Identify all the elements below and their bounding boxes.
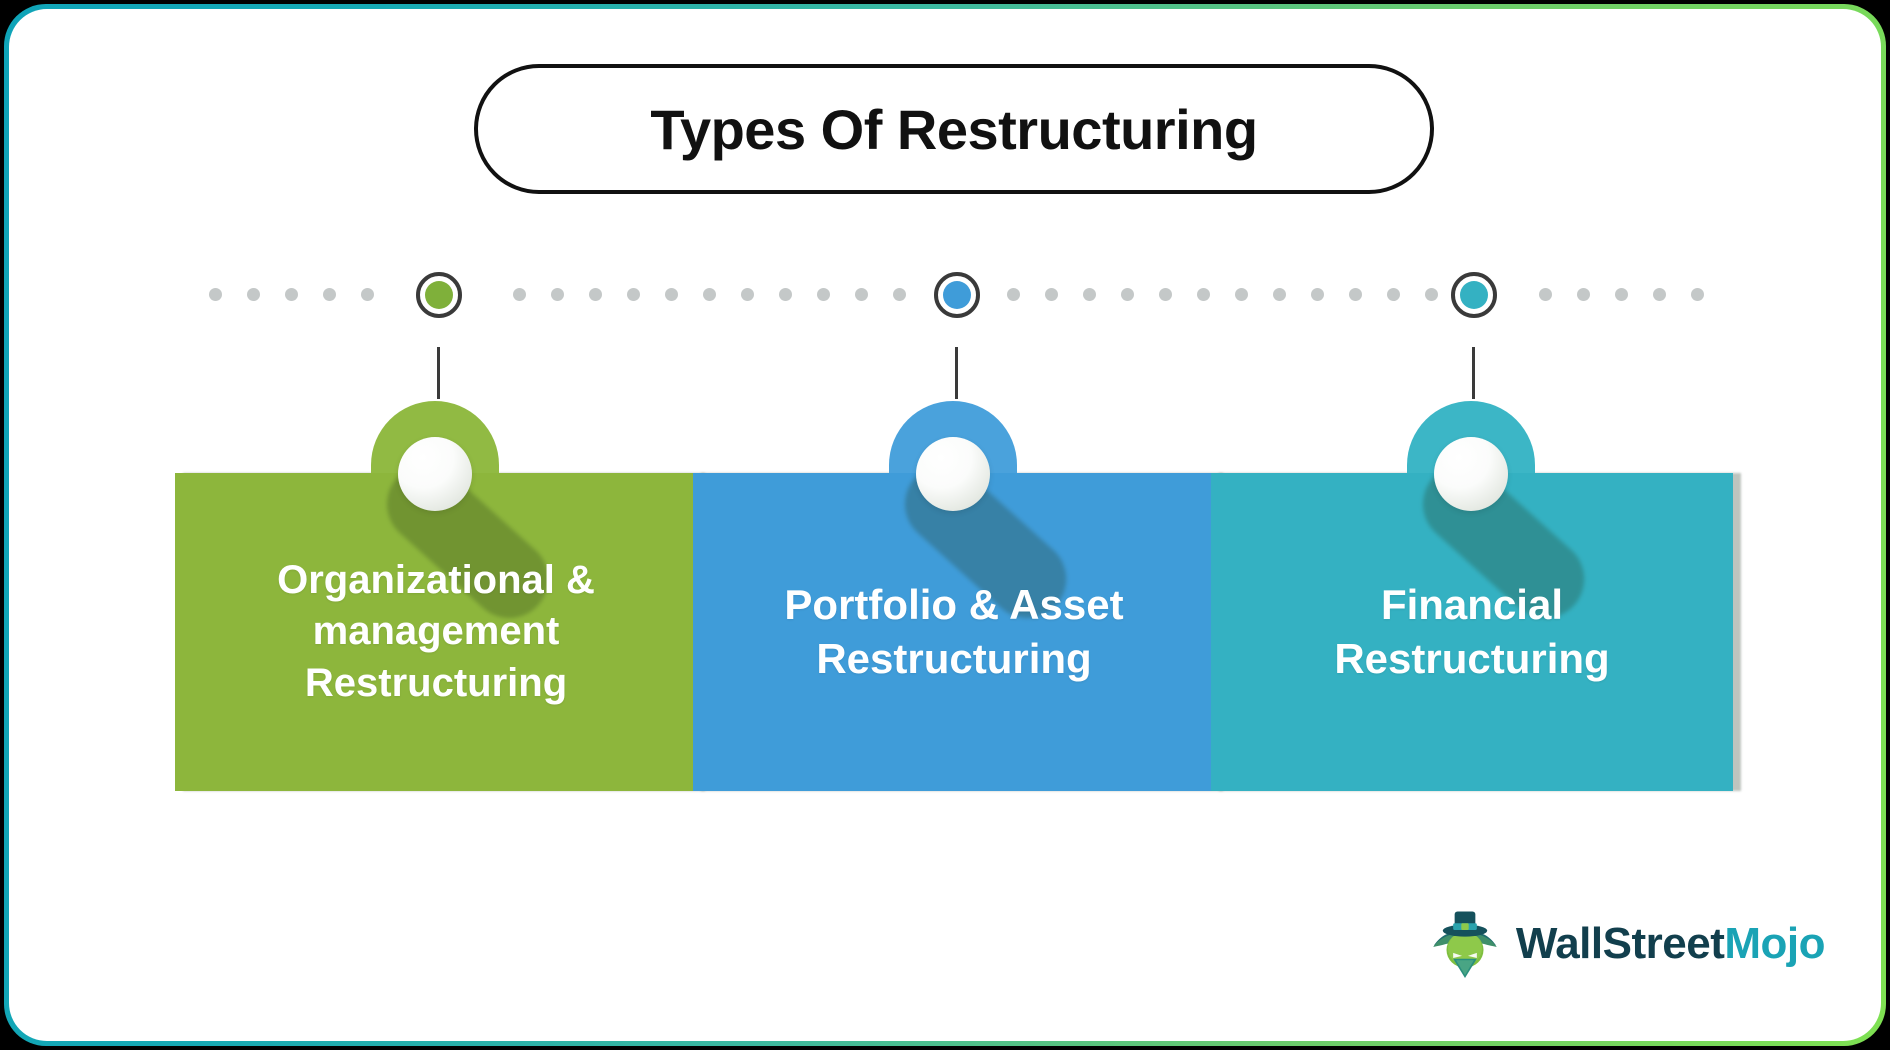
timeline-dot bbox=[665, 288, 678, 301]
timeline-dot bbox=[323, 288, 336, 301]
timeline-dot bbox=[1387, 288, 1400, 301]
title-pill: Types Of Restructuring bbox=[474, 64, 1434, 194]
timeline-dot bbox=[209, 288, 222, 301]
timeline-dot bbox=[361, 288, 374, 301]
timeline-marker-organizational[interactable] bbox=[416, 272, 462, 318]
logo-word-accent: Mojo bbox=[1724, 919, 1825, 968]
timeline-dot bbox=[1653, 288, 1666, 301]
card-label-line: management bbox=[312, 609, 560, 654]
timeline-dot bbox=[1691, 288, 1704, 301]
timeline-marker-dot bbox=[943, 281, 971, 309]
connector-stem-financial bbox=[1472, 347, 1475, 399]
timeline-dot bbox=[855, 288, 868, 301]
timeline-dot bbox=[817, 288, 830, 301]
card-label-line: Financial bbox=[1380, 581, 1564, 629]
card-sphere-portfolio bbox=[916, 437, 990, 511]
timeline-dot bbox=[1577, 288, 1590, 301]
timeline-dot bbox=[1159, 288, 1172, 301]
timeline-dot bbox=[1311, 288, 1324, 301]
card-label-line: Organizational & bbox=[277, 558, 595, 603]
page-title: Types Of Restructuring bbox=[650, 97, 1258, 161]
timeline-marker-dot bbox=[425, 281, 453, 309]
wallstreetmojo-logo: WallStreetMojo bbox=[1428, 907, 1825, 981]
card-label-line: Restructuring bbox=[816, 635, 1092, 682]
timeline-dot bbox=[285, 288, 298, 301]
timeline-dot bbox=[703, 288, 716, 301]
timeline-dot bbox=[551, 288, 564, 301]
timeline-dot bbox=[1539, 288, 1552, 301]
logo-wordmark: WallStreetMojo bbox=[1515, 919, 1826, 968]
card-sphere-financial bbox=[1434, 437, 1508, 511]
timeline-dot bbox=[589, 288, 602, 301]
timeline-dot bbox=[627, 288, 640, 301]
timeline-dot bbox=[513, 288, 526, 301]
timeline-dot bbox=[1235, 288, 1248, 301]
timeline-dot bbox=[1197, 288, 1210, 301]
timeline-marker-financial[interactable] bbox=[1451, 272, 1497, 318]
timeline-dot bbox=[1425, 288, 1438, 301]
timeline-marker-dot bbox=[1460, 281, 1488, 309]
gradient-border: Types Of Restructuring Organizational & m… bbox=[4, 4, 1886, 1046]
timeline-dot bbox=[1083, 288, 1096, 301]
timeline-dot bbox=[1273, 288, 1286, 301]
card-label-line: Portfolio & Asset bbox=[784, 581, 1124, 629]
timeline bbox=[9, 265, 1881, 325]
timeline-dot bbox=[893, 288, 906, 301]
card-sphere-organizational bbox=[398, 437, 472, 511]
timeline-dot bbox=[1121, 288, 1134, 301]
logo-word-primary: WallStreet bbox=[1515, 919, 1725, 968]
infographic-panel: Types Of Restructuring Organizational & m… bbox=[9, 9, 1881, 1041]
timeline-marker-portfolio[interactable] bbox=[934, 272, 980, 318]
timeline-dot bbox=[741, 288, 754, 301]
timeline-dot bbox=[1349, 288, 1362, 301]
timeline-dot bbox=[1045, 288, 1058, 301]
timeline-dot bbox=[1615, 288, 1628, 301]
card-label-line: Restructuring bbox=[1334, 635, 1610, 682]
card-label-line: Restructuring bbox=[304, 660, 568, 705]
timeline-dot bbox=[779, 288, 792, 301]
timeline-dot bbox=[1007, 288, 1020, 301]
timeline-dot bbox=[247, 288, 260, 301]
bull-with-top-hat-icon bbox=[1432, 911, 1497, 979]
connector-stem-portfolio bbox=[955, 347, 958, 399]
connector-stem-organizational bbox=[437, 347, 440, 399]
